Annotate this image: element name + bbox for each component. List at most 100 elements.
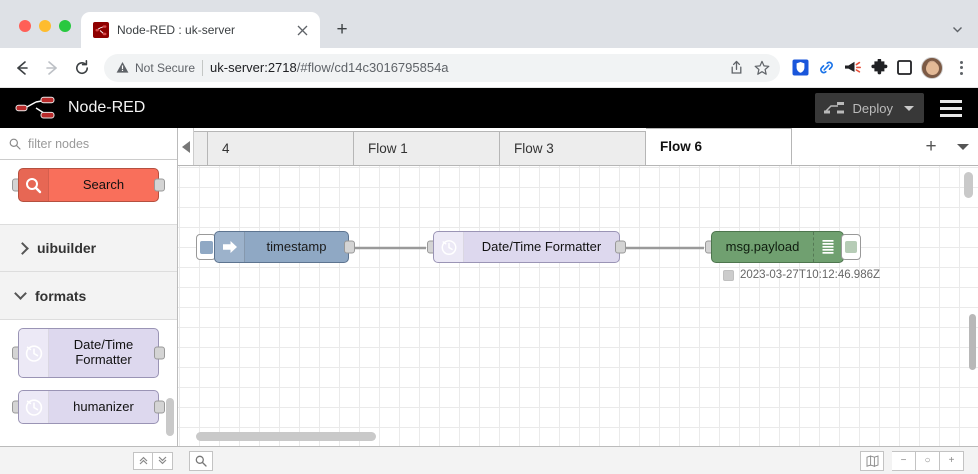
tab-scroll-left-button[interactable] xyxy=(178,128,194,165)
url-text: uk-server:2718/#flow/cd14c3016795854a xyxy=(210,60,722,75)
nodered-body: filter nodes Search xyxy=(0,128,978,446)
zoom-out-button[interactable]: − xyxy=(892,450,916,471)
back-button[interactable] xyxy=(8,54,36,82)
url-path: /#flow/cd14c3016795854a xyxy=(296,60,449,75)
debug-lines-icon xyxy=(813,232,843,262)
palette-scroll-area: Search uibuilder formats xyxy=(0,160,177,446)
zoom-reset-button[interactable]: ○ xyxy=(916,450,940,471)
flow-tab-list: 2 4 Flow 1 Flow 3 Flow 6 xyxy=(194,128,910,165)
node-output-port[interactable] xyxy=(344,240,355,254)
kebab-menu-icon[interactable] xyxy=(952,60,970,75)
node-output-port[interactable] xyxy=(615,240,626,254)
palette-group-uibuilder[interactable]: uibuilder xyxy=(0,224,177,272)
address-bar[interactable]: Not Secure uk-server:2718/#flow/cd14c301… xyxy=(104,53,780,82)
chevron-down-icon[interactable] xyxy=(904,105,914,111)
workspace: 2 4 Flow 1 Flow 3 Flow 6 + xyxy=(178,128,978,446)
search-flows-button[interactable] xyxy=(189,450,213,471)
search-icon xyxy=(9,138,21,150)
palette-node-label: humanizer xyxy=(73,398,134,414)
palette-sidebar: filter nodes Search xyxy=(0,128,178,446)
datetime-formatter-node[interactable]: Date/Time Formatter xyxy=(427,231,626,263)
window-controls xyxy=(0,20,81,48)
close-window-button[interactable] xyxy=(19,20,31,32)
node-output-port xyxy=(154,400,165,414)
security-indicator[interactable]: Not Secure xyxy=(116,61,195,75)
palette-node-list-formats: Date/Time Formatter humanizer xyxy=(0,320,177,446)
palette-group-label: uibuilder xyxy=(37,240,97,256)
chevron-right-icon xyxy=(16,241,29,255)
nodered-footer: − ○ + xyxy=(0,446,978,474)
palette-group-label: formats xyxy=(35,287,87,304)
extensions-area xyxy=(788,56,970,79)
inject-node[interactable]: timestamp xyxy=(196,231,355,263)
collapse-all-button[interactable] xyxy=(133,451,153,470)
reload-button[interactable] xyxy=(68,54,96,82)
nodered-title: Node-RED xyxy=(68,99,146,116)
palette-node-humanizer[interactable]: humanizer xyxy=(12,390,165,424)
magnifier-icon xyxy=(19,169,49,201)
maximize-window-button[interactable] xyxy=(59,20,71,32)
inject-trigger-button[interactable] xyxy=(196,234,216,260)
sidebar-resize-handle[interactable] xyxy=(969,314,976,370)
minimize-window-button[interactable] xyxy=(39,20,51,32)
browser-tab[interactable]: Node-RED : uk-server xyxy=(81,12,320,48)
deploy-button[interactable]: Deploy xyxy=(814,93,924,123)
arrow-right-icon xyxy=(215,232,245,262)
flow-tab-flow-3[interactable]: Flow 3 xyxy=(500,131,646,165)
palette-group-formats[interactable]: formats xyxy=(0,272,177,320)
debug-toggle-button[interactable] xyxy=(841,234,861,260)
megaphone-extension-icon[interactable] xyxy=(844,59,862,76)
navigator-button[interactable] xyxy=(860,450,884,471)
flow-tab-2[interactable]: 2 xyxy=(194,131,208,165)
canvas-vertical-scrollbar[interactable] xyxy=(964,172,973,198)
palette-node-search[interactable]: Search xyxy=(12,168,165,202)
nodered-header: Node-RED Deploy xyxy=(0,88,978,128)
debug-node-label: msg.payload xyxy=(725,238,800,254)
status-dot-icon xyxy=(723,269,734,281)
add-flow-button[interactable]: + xyxy=(925,135,937,157)
clock-icon xyxy=(19,329,49,377)
shield-extension-icon[interactable] xyxy=(792,59,809,76)
palette-filter[interactable]: filter nodes xyxy=(0,128,177,160)
flow-tab-flow-6[interactable]: Flow 6 xyxy=(646,128,792,165)
nodered-logo-icon xyxy=(14,95,58,121)
chevron-down-icon xyxy=(957,143,969,150)
puzzle-extension-icon[interactable] xyxy=(871,59,888,76)
formatter-node-label: Date/Time Formatter xyxy=(481,238,602,254)
share-icon[interactable] xyxy=(729,60,744,75)
zoom-in-button[interactable]: + xyxy=(940,450,964,471)
close-tab-button[interactable] xyxy=(294,22,310,38)
flow-wires xyxy=(349,246,704,250)
hamburger-icon[interactable] xyxy=(936,96,966,121)
debug-node[interactable]: msg.payload xyxy=(705,231,861,263)
square-extension-icon[interactable] xyxy=(897,60,912,75)
deploy-icon xyxy=(823,101,845,116)
forward-button[interactable] xyxy=(38,54,66,82)
canvas-horizontal-scrollbar[interactable] xyxy=(196,432,376,441)
tabstrip-menu-button[interactable] xyxy=(951,23,978,48)
avatar[interactable] xyxy=(921,56,943,79)
chevron-left-icon xyxy=(181,140,190,153)
browser-toolbar: Not Secure uk-server:2718/#flow/cd14c301… xyxy=(0,48,978,88)
flow-tabbar: 2 4 Flow 1 Flow 3 Flow 6 + xyxy=(178,128,978,166)
palette-node-label: Search xyxy=(82,176,125,192)
flow-canvas-wrapper: timestamp Date/Time Formatter xyxy=(178,166,978,446)
palette-filter-placeholder: filter nodes xyxy=(28,136,90,151)
flow-menu-button[interactable] xyxy=(948,128,978,165)
chevron-down-icon xyxy=(14,287,27,300)
flow-canvas[interactable]: timestamp Date/Time Formatter xyxy=(178,166,978,446)
omnibox-divider xyxy=(202,59,204,76)
expand-all-button[interactable] xyxy=(153,451,173,470)
flow-tab-flow-1[interactable]: Flow 1 xyxy=(354,131,500,165)
debug-node-status: 2023-03-27T10:12:46.986Z xyxy=(723,269,880,281)
security-text: Not Secure xyxy=(135,60,196,75)
link-extension-icon[interactable] xyxy=(818,59,835,76)
palette-scrollbar[interactable] xyxy=(166,398,174,436)
browser-tabstrip: Node-RED : uk-server + xyxy=(0,0,978,48)
flow-tab-4[interactable]: 4 xyxy=(208,131,354,165)
palette-node-datetime-formatter[interactable]: Date/Time Formatter xyxy=(12,328,165,378)
url-host: uk-server:2718 xyxy=(210,60,297,75)
new-tab-button[interactable]: + xyxy=(336,19,348,40)
star-icon[interactable] xyxy=(754,60,770,76)
